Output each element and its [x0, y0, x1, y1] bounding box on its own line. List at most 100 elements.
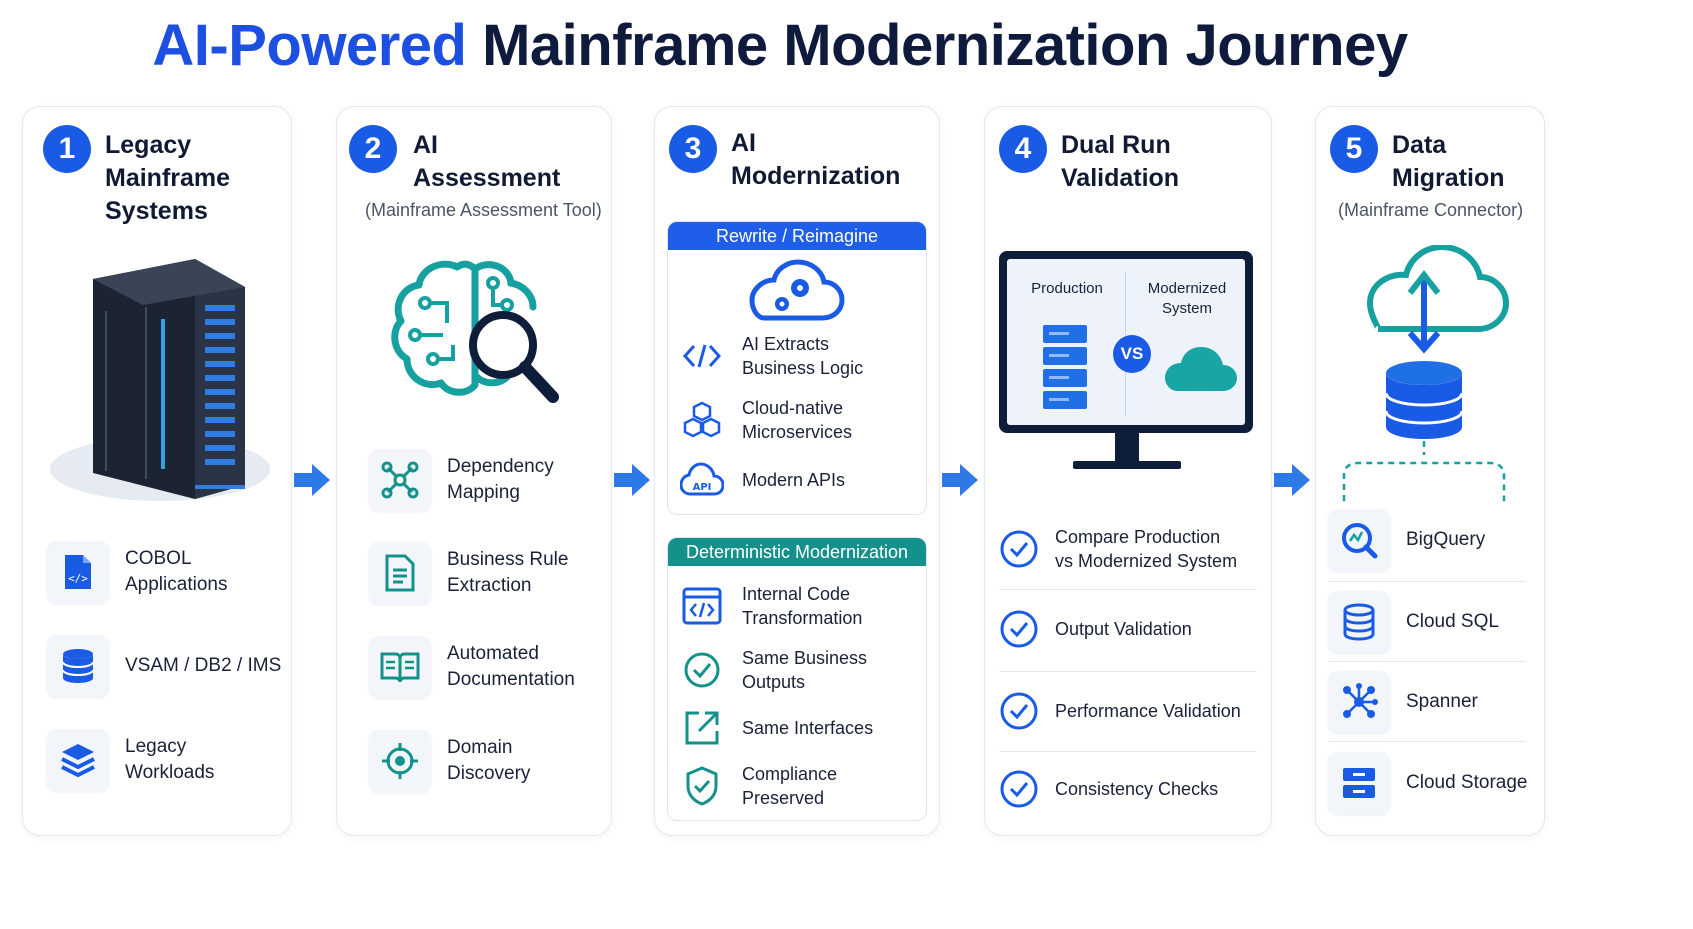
step-5-badge: 5: [1330, 125, 1378, 173]
step-5-title-line: Migration: [1392, 164, 1505, 192]
internal-code-item: Internal Code Transformation: [680, 582, 862, 630]
step-4-title-line: Dual Run: [1061, 131, 1171, 159]
item-label: Compliance Preserved: [742, 762, 837, 810]
item-label: VSAM / DB2 / IMS: [125, 653, 281, 679]
consistency-checks-row: Consistency Checks: [999, 769, 1257, 809]
step-1-title-line: Mainframe: [105, 164, 231, 192]
output-validation-row: Output Validation: [999, 609, 1257, 649]
divider: [1328, 661, 1526, 662]
step-5-title: Data Migration: [1392, 129, 1505, 195]
step-3-badge: 3: [669, 125, 717, 173]
cubes-icon: [680, 398, 724, 442]
step-5-subtitle: (Mainframe Connector): [1338, 200, 1524, 220]
check-circle-icon: [1000, 692, 1038, 730]
item-label: Automated Documentation: [447, 641, 575, 693]
step-2-title: AI Assessment: [413, 129, 560, 195]
spanner-icon: [1328, 671, 1390, 733]
step-1-item-vsam: VSAM / DB2 / IMS: [47, 635, 281, 697]
modernized-label: Modernized System: [1133, 279, 1241, 319]
item-label: Cloud-native Microservices: [742, 396, 852, 444]
label-line: Microservices: [742, 422, 853, 442]
item-label: Cloud Storage: [1406, 772, 1528, 793]
step-1-title-line: Systems: [105, 197, 208, 225]
rewrite-panel: Rewrite / Reimagine AI Extracts Business…: [667, 221, 927, 515]
label-line: Modernized: [1147, 280, 1227, 297]
network-nodes-icon: [369, 449, 431, 511]
label-line: Automated: [447, 643, 539, 664]
divider: [1328, 741, 1526, 742]
deterministic-panel-heading: Deterministic Modernization: [668, 538, 926, 566]
step-2-title-line: Assessment: [413, 164, 561, 192]
label-line: System: [1161, 300, 1212, 317]
item-label: Internal Code Transformation: [742, 582, 862, 630]
step-4-title-line: Validation: [1061, 164, 1180, 192]
vs-badge: VS: [1113, 335, 1151, 373]
arrow-right-icon: [942, 464, 978, 496]
item-label: Dependency Mapping: [447, 454, 554, 506]
same-outputs-item: Same Business Outputs: [680, 646, 867, 694]
label-line: VSAM / DB2 / IMS: [125, 655, 282, 676]
title-accent: AI-Powered: [152, 13, 467, 78]
label-line: Compare Production: [1055, 527, 1221, 547]
label-line: Business Rule: [447, 549, 569, 570]
divider: [999, 589, 1257, 590]
label-line: Same Business: [742, 648, 868, 668]
step-2-title-line: AI: [413, 131, 438, 159]
item-label: COBOL Applications: [125, 546, 227, 598]
step-3-card: 3 AI Modernization Rewrite / Reimagine A…: [654, 106, 940, 836]
step-3-title: AI Modernization: [731, 127, 900, 193]
title-rest: Mainframe Modernization Journey: [482, 13, 1408, 78]
code-window-icon: [680, 584, 724, 628]
cloud-gears-icon: [749, 259, 845, 321]
bigquery-icon: [1328, 509, 1390, 571]
divider: [999, 671, 1257, 672]
step-2-item-domain-discovery: Domain Discovery: [369, 730, 530, 792]
step-4-card: 4 Dual Run Validation Production Moderni…: [984, 106, 1272, 836]
cloud-database-migration-icon: [1342, 245, 1510, 501]
label-line: Transformation: [742, 608, 863, 628]
step-1-badge: 1: [43, 125, 91, 173]
step-1-title: Legacy Mainframe Systems: [105, 129, 230, 228]
rewrite-panel-heading: Rewrite / Reimagine: [668, 222, 926, 250]
step-5-title-line: Data: [1392, 131, 1447, 159]
step-2-item-dependency: Dependency Mapping: [369, 449, 554, 511]
check-circle-icon: [1000, 530, 1038, 568]
step-4-title: Dual Run Validation: [1061, 129, 1179, 195]
item-label: BigQuery: [1406, 529, 1486, 550]
target-icon: [369, 730, 431, 792]
step-3-title-line: AI: [731, 129, 756, 157]
step-2-badge: 2: [349, 125, 397, 173]
deterministic-panel: Deterministic Modernization Internal Cod…: [667, 537, 927, 821]
divider: [999, 751, 1257, 752]
label-line: Extraction: [447, 575, 532, 596]
step-1-item-cobol: </> COBOL Applications: [47, 541, 227, 603]
arrow-right-icon: [294, 464, 330, 496]
item-label: Consistency Checks: [1055, 777, 1218, 801]
label-line: Domain: [447, 737, 513, 758]
label-line: Internal Code: [742, 584, 851, 604]
cloud-sql-item: Cloud SQL: [1328, 591, 1499, 653]
step-2-item-automated-docs: Automated Documentation: [369, 636, 575, 698]
label-line: Outputs: [742, 672, 806, 692]
label-line: Mapping: [447, 482, 520, 503]
label-line: Workloads: [125, 762, 215, 783]
compliance-item: Compliance Preserved: [680, 762, 837, 810]
spanner-item: Spanner: [1328, 671, 1478, 733]
cloud-storage-item: Cloud Storage: [1328, 752, 1527, 814]
item-label: Output Validation: [1055, 617, 1192, 641]
label-line: Performance Validation: [1055, 701, 1241, 721]
item-label: Spanner: [1406, 691, 1478, 712]
item-label: Compare Production vs Modernized System: [1055, 525, 1237, 573]
performance-validation-row: Performance Validation: [999, 691, 1257, 731]
cloud-native-item: Cloud-native Microservices: [680, 396, 852, 444]
cloud-icon: [1165, 347, 1237, 391]
code-file-icon: </>: [47, 541, 109, 603]
same-interfaces-item: Same Interfaces: [680, 706, 873, 750]
step-3-title-line: Modernization: [731, 162, 901, 190]
database-icon: [47, 635, 109, 697]
label-line: Business Logic: [742, 358, 864, 378]
label-line: Legacy: [125, 736, 187, 757]
svg-text:</>: </>: [68, 572, 88, 585]
cloud-storage-icon: [1328, 752, 1390, 814]
item-label: Domain Discovery: [447, 735, 530, 787]
